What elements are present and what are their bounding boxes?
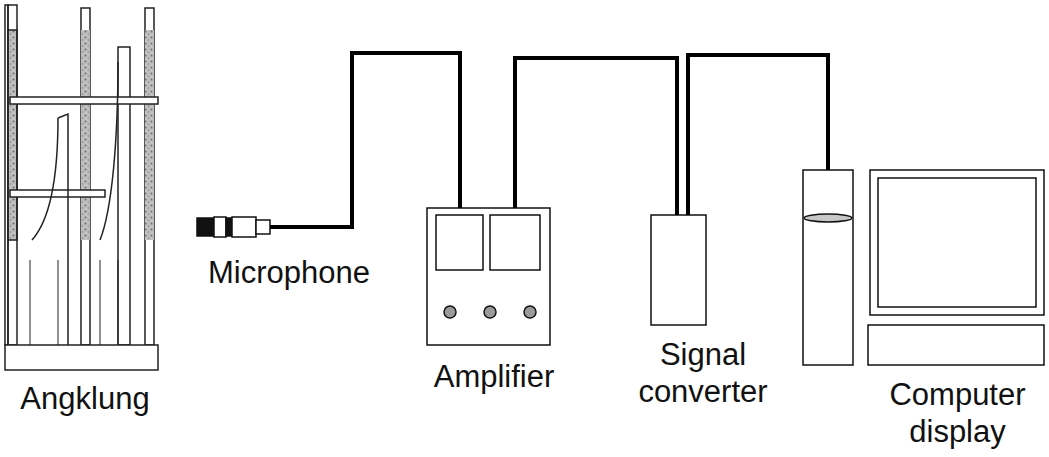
amplifier-label: Amplifier — [434, 358, 555, 395]
angklung-label: Angklung — [20, 380, 149, 417]
signal-wire — [270, 53, 460, 227]
microphone-drawing — [197, 217, 270, 237]
converter-drawing — [651, 215, 706, 325]
device-node: Computer display — [803, 170, 1044, 365]
device-node: Microphone — [197, 217, 270, 237]
device-node: Angklung — [5, 5, 158, 370]
device-node: Signal converter — [651, 215, 706, 325]
device-node: Amplifier — [427, 208, 550, 345]
computer-label: Computer display — [870, 376, 1045, 450]
signal-wire — [688, 55, 828, 215]
computer-drawing — [803, 170, 1044, 365]
angklung-drawing — [5, 5, 158, 370]
signal-wire — [515, 58, 677, 215]
amplifier-drawing — [427, 208, 550, 345]
converter-label: Signal converter — [633, 336, 773, 410]
microphone-label: Microphone — [208, 254, 370, 291]
